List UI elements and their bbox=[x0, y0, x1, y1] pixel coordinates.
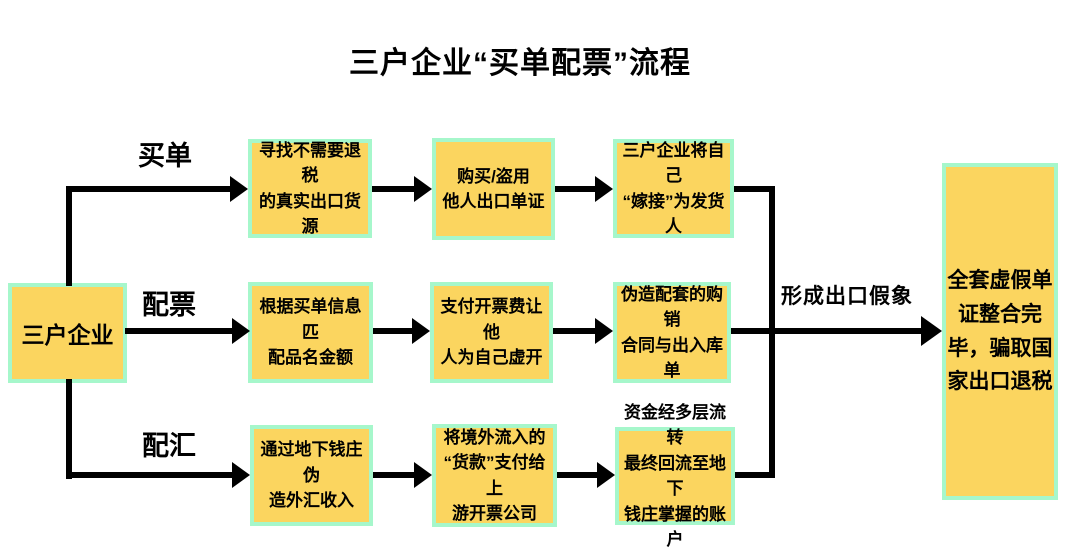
connector-row1-collector bbox=[734, 186, 775, 192]
step-box-row2-1: 根据买单信息匹 配品名金额 bbox=[248, 282, 373, 383]
connector-branch-vertical-top bbox=[66, 186, 72, 286]
arrowhead-source-row2 bbox=[232, 318, 250, 344]
row-label-match-invoice: 配票 bbox=[142, 290, 196, 320]
connector-row2-step1-step2 bbox=[373, 328, 412, 334]
arrowhead-main-to-result bbox=[921, 316, 942, 346]
outcome-arrow-label: 形成出口假象 bbox=[781, 285, 913, 308]
row-label-match-forex: 配汇 bbox=[142, 431, 196, 461]
row-label-buy-order: 买单 bbox=[138, 141, 192, 171]
source-box-label: 三户企业 bbox=[21, 322, 114, 348]
step-box-row3-3: 资金经多层流转 最终回流至地下 钱庄掌握的账户 bbox=[615, 403, 735, 549]
connector-source-row1 bbox=[66, 186, 230, 192]
connector-source-row2 bbox=[125, 328, 232, 334]
step-box-row2-2: 支付开票费让他 人为自己虚开 bbox=[430, 282, 553, 383]
connector-branch-vertical-bottom bbox=[66, 379, 72, 479]
result-box-fraud-outcome: 全套虚假单 证整合完 毕，骗取国 家出口退税 bbox=[942, 163, 1058, 500]
source-box-three-companies: 三户企业 bbox=[8, 283, 127, 383]
connector-row2-step2-step3 bbox=[553, 328, 595, 334]
arrowhead-source-row3 bbox=[232, 462, 250, 488]
connector-row1-step2-step3 bbox=[555, 186, 595, 192]
connector-row3-collector bbox=[735, 472, 775, 478]
arrowhead-source-row1 bbox=[230, 176, 248, 202]
step-box-row3-2: 将境外流入的 “货款”支付给上 游开票公司 bbox=[432, 424, 557, 527]
arrowhead-row2-step3 bbox=[595, 318, 613, 344]
step-box-row1-2: 购买/盗用 他人出口单证 bbox=[432, 138, 555, 240]
arrowhead-row1-step3 bbox=[595, 176, 613, 202]
arrowhead-row3-step3 bbox=[597, 462, 615, 488]
connector-row3-step2-step3 bbox=[557, 472, 597, 478]
connector-row2-collector bbox=[731, 328, 775, 334]
arrowhead-row1-step2 bbox=[414, 176, 432, 202]
step-box-row1-3: 三户企业将自己 “嫁接”为发货人 bbox=[613, 139, 734, 238]
step-box-row1-1: 寻找不需要退税 的真实出口货源 bbox=[248, 139, 372, 238]
connector-source-row3 bbox=[66, 472, 232, 478]
connector-row3-step1-step2 bbox=[373, 472, 414, 478]
step-box-row3-1: 通过地下钱庄伪 造外汇收入 bbox=[250, 425, 373, 526]
connector-collector-vertical bbox=[769, 186, 775, 478]
arrowhead-row3-step2 bbox=[414, 462, 432, 488]
connector-row1-step1-step2 bbox=[372, 186, 414, 192]
page-title: 三户企业“买单配票”流程 bbox=[349, 47, 691, 80]
connector-main-to-result bbox=[775, 328, 922, 334]
step-box-row2-3: 伪造配套的购销 合同与出入库单 bbox=[613, 282, 731, 383]
arrowhead-row2-step2 bbox=[412, 318, 430, 344]
